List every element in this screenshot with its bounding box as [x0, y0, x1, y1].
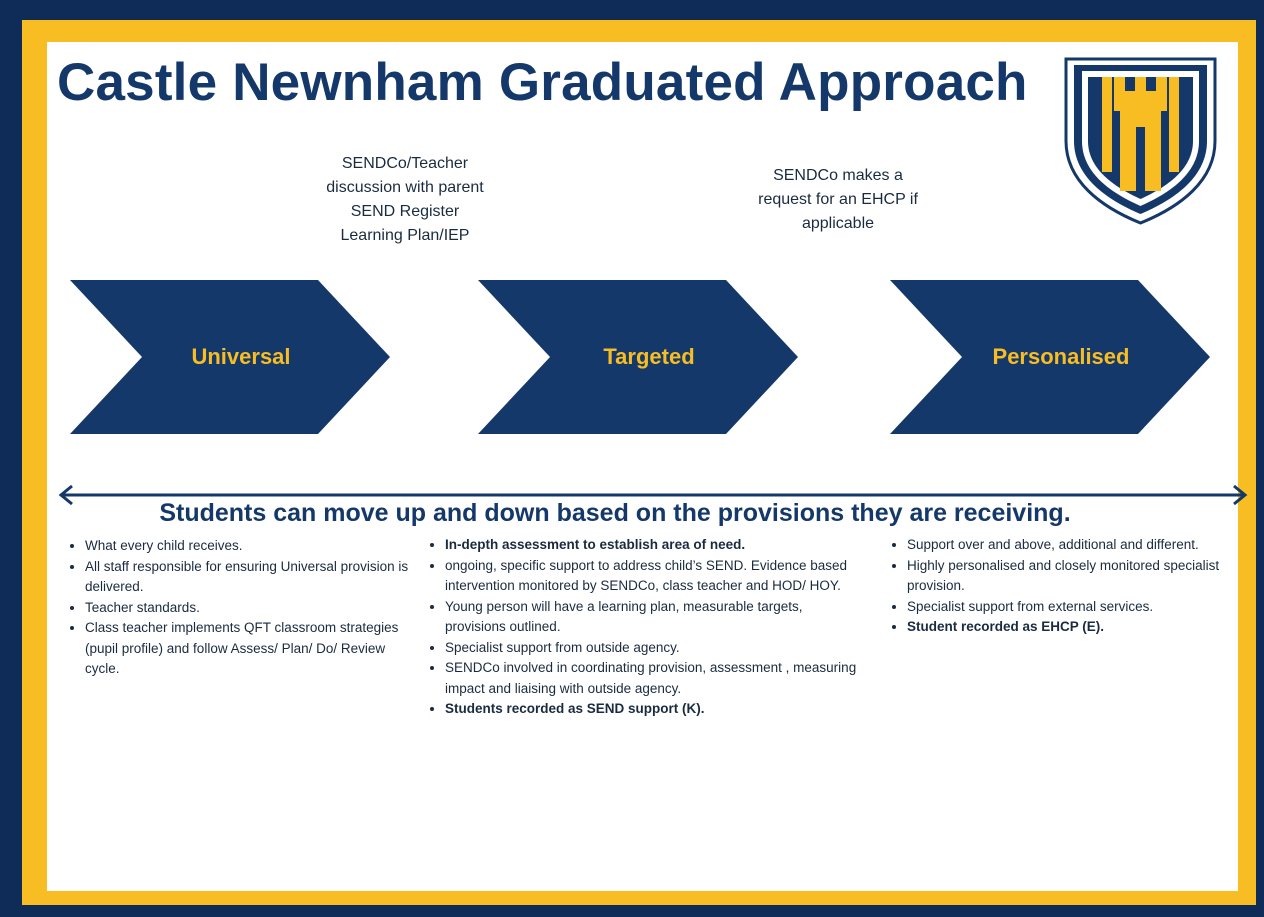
list-item: Teacher standards. [85, 598, 415, 619]
list-item: Support over and above, additional and d… [907, 535, 1222, 556]
personalised-provision-list: Support over and above, additional and d… [890, 535, 1222, 638]
castle-tower-shield-icon [1064, 57, 1217, 225]
content-panel [47, 42, 1238, 891]
targeted-provision-list: In-depth assessment to establish area of… [428, 535, 865, 720]
list-item: In-depth assessment to establish area of… [445, 535, 865, 556]
chevron-shape [890, 280, 1210, 434]
list-item: What every child receives. [85, 536, 415, 557]
page-title: Castle Newnham Graduated Approach [57, 53, 1028, 112]
movement-headline: Students can move up and down based on t… [159, 499, 1071, 527]
double-headed-arrow-icon [58, 484, 1248, 506]
universal-provision-list: What every child receives. All staff res… [68, 536, 415, 680]
stage-label-universal: Universal [191, 344, 291, 369]
stage-chevron-universal: Universal [70, 280, 390, 434]
list-item: ongoing, specific support to address chi… [445, 556, 865, 597]
list-item: Students recorded as SEND support (K). [445, 699, 865, 720]
stage-chevron-targeted: Targeted [478, 280, 798, 434]
list-item: Specialist support from external service… [907, 597, 1222, 618]
list-item: All staff responsible for ensuring Unive… [85, 557, 415, 598]
list-item: Young person will have a learning plan, … [445, 597, 865, 638]
stage-label-targeted: Targeted [603, 344, 695, 369]
chevron-shape [478, 280, 798, 434]
stage-chevron-personalised: Personalised [890, 280, 1210, 434]
list-item: Class teacher implements QFT classroom s… [85, 618, 415, 680]
chevron-shape [70, 280, 390, 434]
personalised-stage-note: SENDCo makes a request for an EHCP if ap… [758, 167, 918, 232]
targeted-stage-note: SENDCo/Teacher discussion with parent SE… [326, 155, 484, 244]
stage-label-personalised: Personalised [992, 344, 1130, 369]
list-item: Student recorded as EHCP (E). [907, 617, 1222, 638]
list-item: SENDCo involved in coordinating provisio… [445, 658, 865, 699]
list-item: Specialist support from outside agency. [445, 638, 865, 659]
list-item: Highly personalised and closely monitore… [907, 556, 1222, 597]
